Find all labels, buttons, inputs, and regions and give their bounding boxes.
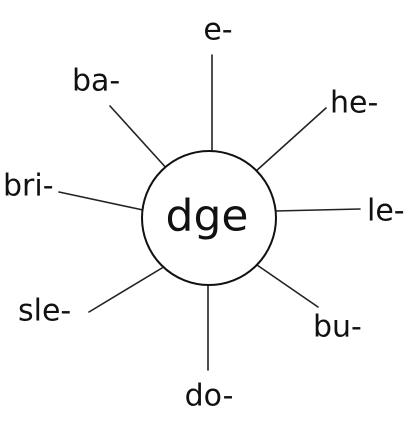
prefix-label-bri: bri-: [3, 169, 54, 204]
spoke-le: [274, 208, 361, 212]
prefix-label-bu: bu-: [313, 310, 362, 345]
spoke-ba: [109, 105, 169, 171]
prefix-label-e: e-: [203, 13, 232, 48]
prefix-label-le: le-: [367, 194, 405, 229]
spoke-he: [254, 107, 327, 173]
center-label: dge: [166, 191, 249, 242]
spoke-bu: [256, 264, 319, 308]
spoke-sle: [88, 267, 163, 313]
spoke-bri: [58, 191, 144, 211]
prefix-label-sle: sle-: [18, 294, 71, 329]
prefix-label-do: do-: [185, 379, 234, 414]
prefix-label-ba: ba-: [72, 64, 120, 99]
center-circle: [141, 150, 277, 286]
prefix-label-he: he-: [330, 86, 378, 121]
